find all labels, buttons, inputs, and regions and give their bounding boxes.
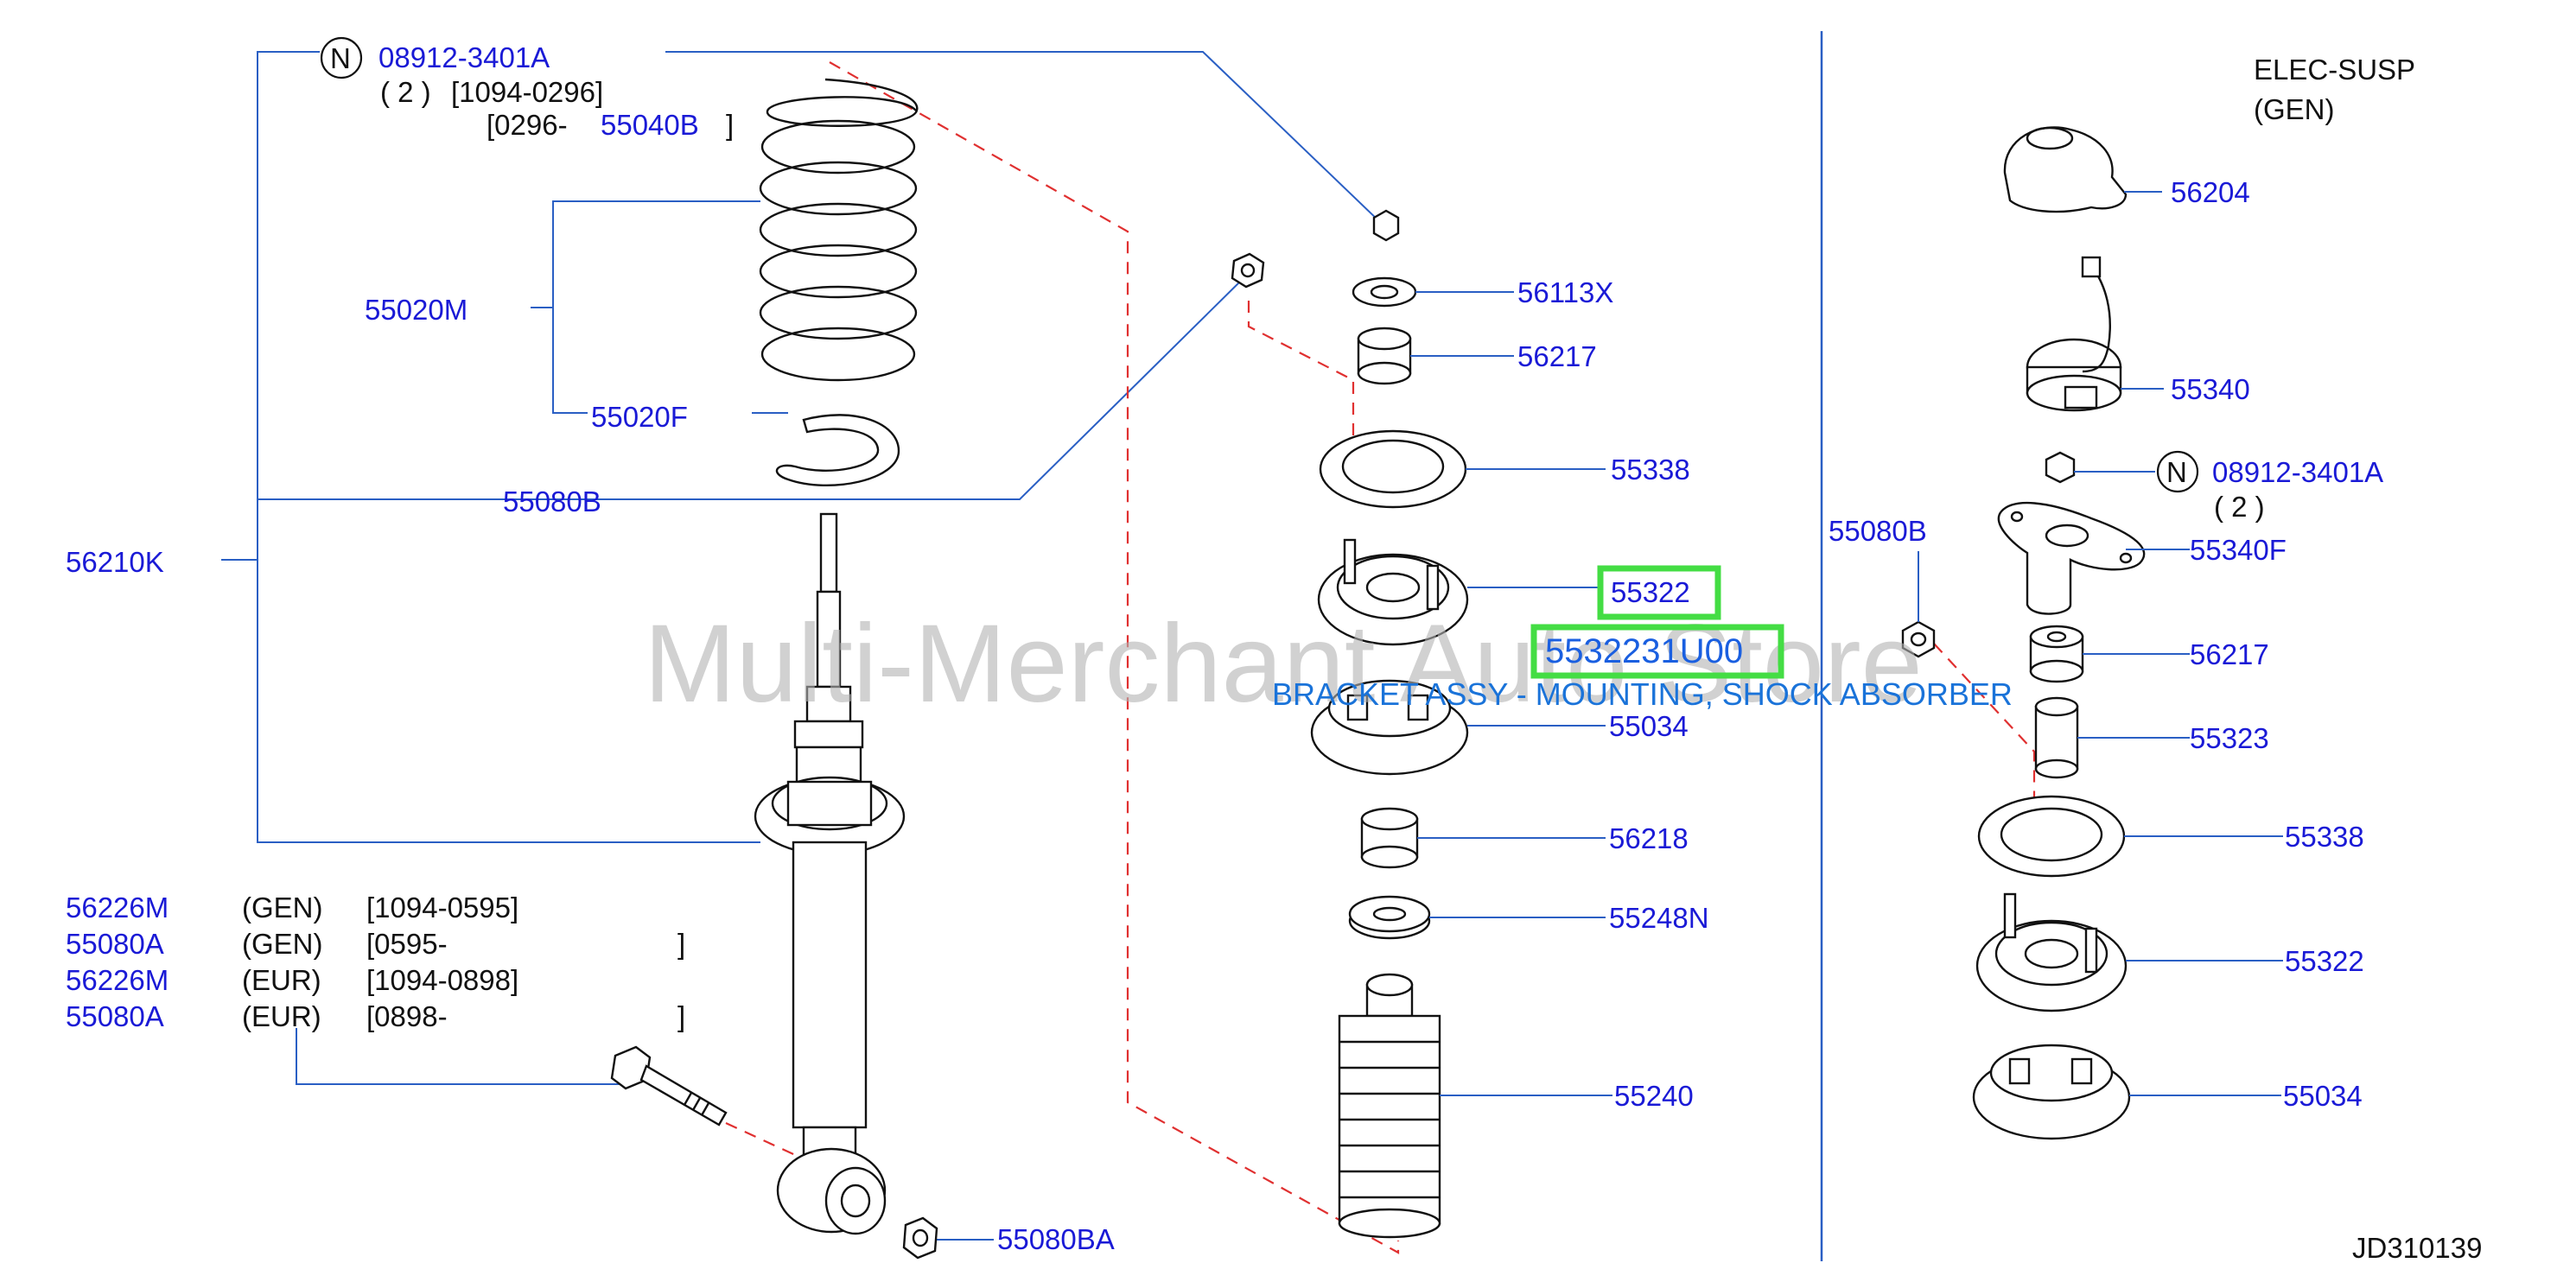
bumper-seat-55034-right (1972, 1044, 2131, 1140)
part-label-55034-right[interactable]: 55034 (2283, 1080, 2363, 1112)
bracket-55340F (1997, 502, 2146, 615)
part-label-55248N[interactable]: 55248N (1609, 902, 1709, 934)
part-label-56218[interactable]: 56218 (1609, 822, 1689, 854)
variant-table: 56226M (GEN) [1094-0595] 55080A (GEN) [0… (66, 892, 685, 1032)
bolt-55080A (610, 1045, 728, 1127)
table-row-1-spec: (GEN) (242, 892, 323, 923)
part-label-56217[interactable]: 56217 (1517, 340, 1597, 372)
bolt-range-2-suffix: ] (726, 109, 734, 141)
part-label-55338-right[interactable]: 55338 (2285, 821, 2364, 853)
part-label-55080B-right[interactable]: 55080B (1829, 515, 1927, 547)
cap-56204 (2003, 126, 2128, 213)
washer-55248N (1348, 895, 1431, 940)
table-row-4-part[interactable]: 55080A (66, 1000, 164, 1032)
part-label-55080B[interactable]: 55080B (503, 486, 601, 517)
nut-marker: N (330, 42, 351, 74)
coil-spring (759, 78, 919, 382)
watermark: Multi-Merchant Auto Store (644, 602, 1923, 726)
nut-marker-circle (320, 36, 363, 79)
part-label-08912-3401A-right[interactable]: 08912-3401A (2212, 456, 2383, 488)
part-label-55340F[interactable]: 55340F (2190, 534, 2287, 566)
table-row-2-spec: (GEN) (242, 928, 323, 960)
part-label-55323[interactable]: 55323 (2190, 722, 2269, 754)
bolt-qty-right: ( 2 ) (2214, 491, 2265, 523)
table-row-3-part[interactable]: 56226M (66, 964, 169, 996)
part-label-55020F[interactable]: 55020F (591, 401, 688, 433)
part-label-55080BA[interactable]: 55080BA (997, 1223, 1115, 1255)
nut-55080BA (902, 1216, 938, 1260)
seal-55338 (1319, 429, 1467, 509)
bumper-seat-55034 (1310, 679, 1469, 776)
bushing-56217-right (2029, 625, 2084, 683)
mount-55322-right (1975, 892, 2128, 1012)
part-label-55020M[interactable]: 55020M (365, 294, 467, 326)
table-row-4-close: ] (677, 1000, 685, 1032)
right-leader-lines (2074, 191, 2283, 1096)
nut-marker-circle-right (2156, 450, 2199, 493)
nut-right (2045, 451, 2076, 484)
table-row-2-close: ] (677, 928, 685, 960)
highlight-55322 (1597, 565, 1721, 620)
table-row-3-spec: (EUR) (242, 964, 321, 996)
table-row-4-range: [0898- (366, 1000, 448, 1032)
table-row-1-range: [1094-0595] (366, 892, 518, 923)
sleeve-55323 (2034, 696, 2079, 779)
bushing-56217 (1357, 327, 1412, 385)
seal-55338-right (1977, 795, 2126, 878)
figure-id: JD310139 (2352, 1232, 2482, 1264)
part-label-55340[interactable]: 55340 (2171, 373, 2250, 405)
part-label-55240[interactable]: 55240 (1614, 1080, 1694, 1112)
part-label-55338[interactable]: 55338 (1611, 454, 1690, 486)
table-row-1-part[interactable]: 56226M (66, 892, 169, 923)
part-label-56113X[interactable]: 56113X (1517, 276, 1613, 308)
section-title-line2: (GEN) (2254, 93, 2335, 125)
selected-part-description: BRACKET ASSY - MOUNTING, SHOCK ABSORBER (1272, 676, 2013, 712)
table-row-4-spec: (EUR) (242, 1000, 321, 1032)
left-leader-lines (221, 51, 1382, 1241)
shock-absorber (754, 512, 906, 1235)
highlight-selected-code (1530, 624, 1784, 679)
selected-part-code[interactable]: 5532231U00 (1545, 632, 1743, 670)
nut-top (1372, 209, 1400, 242)
spring-seat-55020F (775, 414, 900, 486)
part-label-55034[interactable]: 55034 (1609, 710, 1689, 742)
part-label-55322-right[interactable]: 55322 (2285, 945, 2364, 977)
middle-leader-lines (1410, 291, 1612, 1096)
part-label-55322[interactable]: 55322 (1611, 576, 1690, 608)
bushing-56218 (1360, 807, 1419, 869)
part-label-56210K[interactable]: 56210K (66, 546, 164, 578)
section-title-line1: ELEC-SUSP (2254, 54, 2415, 86)
part-label-08912-3401A[interactable]: 08912-3401A (378, 41, 550, 73)
bolt-qty: ( 2 ) (380, 76, 431, 108)
table-row-3-range: [1094-0898] (366, 964, 518, 996)
nut-upper (1231, 252, 1265, 289)
bolt-range-1: [1094-0296] (451, 76, 603, 108)
actuator-55340 (2026, 256, 2122, 412)
mount-55322 (1317, 538, 1469, 646)
part-label-56217-right[interactable]: 56217 (2190, 638, 2269, 670)
alignment-dashed-lines (725, 61, 2036, 1254)
bolt-range-2-prefix: [0296- (487, 109, 568, 141)
nut-marker-right: N (2166, 456, 2187, 488)
nut-55080B-right (1901, 551, 1936, 658)
table-row-2-part[interactable]: 55080A (66, 928, 164, 960)
part-label-55040B[interactable]: 55040B (601, 109, 699, 141)
bump-stop-55240 (1338, 973, 1441, 1239)
part-label-56204[interactable]: 56204 (2171, 176, 2250, 208)
washer-56113X (1352, 276, 1417, 308)
table-row-2-range: [0595- (366, 928, 448, 960)
